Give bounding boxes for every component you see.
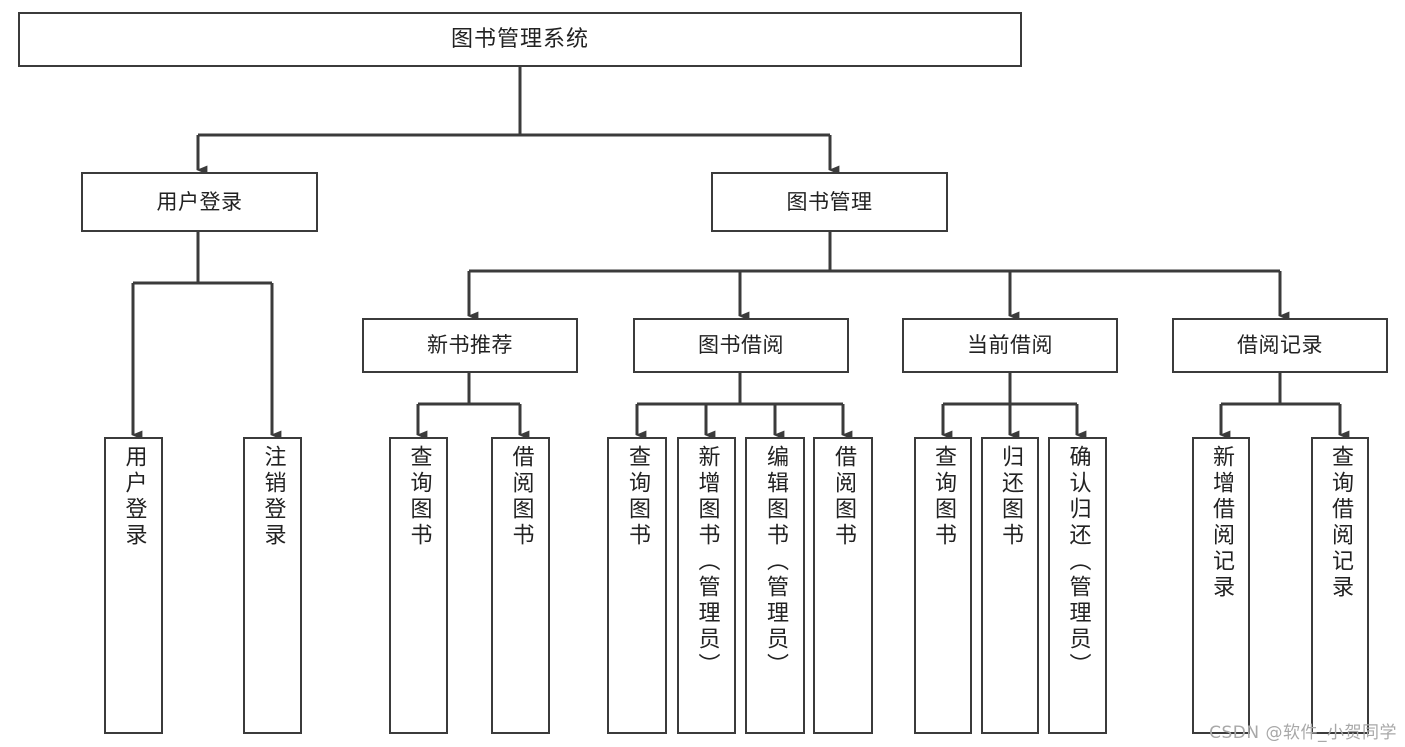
- node-label: 新增图书（管理员）: [694, 445, 720, 679]
- node-borrow-record[interactable]: 借阅记录: [1172, 318, 1388, 373]
- node-label: 确认归还（管理员）: [1065, 445, 1091, 679]
- node-user-login[interactable]: 用户登录: [81, 172, 318, 232]
- node-book-borrow[interactable]: 图书借阅: [633, 318, 849, 373]
- node-label: 用户登录: [156, 189, 243, 214]
- node-current-borrow[interactable]: 当前借阅: [902, 318, 1118, 373]
- node-label: 当前借阅: [967, 333, 1053, 358]
- node-book-management[interactable]: 图书管理: [711, 172, 948, 232]
- node-label: 图书管理系统: [450, 26, 589, 52]
- node-label: 编辑图书（管理员）: [763, 445, 788, 679]
- leaf-book-borrow-add-book-admin[interactable]: 新增图书（管理员）: [677, 437, 736, 734]
- node-label: 新增借阅记录: [1209, 445, 1234, 601]
- leaf-user-login-login[interactable]: 用户登录: [104, 437, 163, 734]
- node-new-book-recommend[interactable]: 新书推荐: [362, 318, 578, 373]
- node-root-library-system[interactable]: 图书管理系统: [18, 12, 1022, 67]
- leaf-current-borrow-query-book[interactable]: 查询图书: [914, 437, 972, 734]
- node-label: 注销登录: [260, 445, 286, 549]
- leaf-book-borrow-borrow-book[interactable]: 借阅图书: [813, 437, 873, 734]
- leaf-user-login-logout[interactable]: 注销登录: [243, 437, 302, 734]
- node-label: 图书管理: [786, 189, 873, 214]
- leaf-book-borrow-edit-book-admin[interactable]: 编辑图书（管理员）: [745, 437, 805, 734]
- leaf-new-book-query-book[interactable]: 查询图书: [389, 437, 448, 734]
- leaf-book-borrow-query-book[interactable]: 查询图书: [607, 437, 667, 734]
- leaf-current-borrow-return-book[interactable]: 归还图书: [981, 437, 1039, 734]
- node-label: 借阅图书: [508, 445, 534, 549]
- node-label: 查询图书: [931, 445, 956, 549]
- node-label: 借阅图书: [831, 445, 856, 549]
- leaf-current-borrow-confirm-return-admin[interactable]: 确认归还（管理员）: [1048, 437, 1107, 734]
- leaf-borrow-record-query-record[interactable]: 查询借阅记录: [1311, 437, 1369, 734]
- node-label: 归还图书: [998, 445, 1023, 549]
- node-label: 图书借阅: [698, 333, 784, 358]
- node-label: 查询图书: [625, 445, 650, 549]
- node-label: 用户登录: [121, 445, 147, 549]
- node-label: 查询图书: [406, 445, 432, 549]
- leaf-borrow-record-add-record[interactable]: 新增借阅记录: [1192, 437, 1250, 734]
- node-label: 查询借阅记录: [1328, 445, 1353, 601]
- leaf-new-book-borrow-book[interactable]: 借阅图书: [491, 437, 550, 734]
- node-label: 借阅记录: [1237, 333, 1323, 358]
- node-label: 新书推荐: [427, 333, 513, 358]
